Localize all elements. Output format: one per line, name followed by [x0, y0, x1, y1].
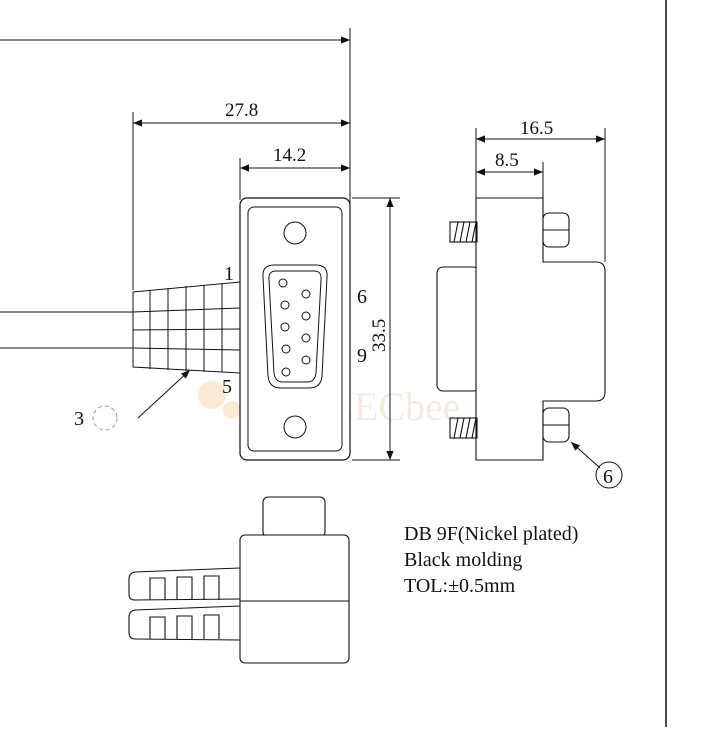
pin-label-1: 1	[224, 263, 234, 285]
top-view-body	[239, 534, 350, 664]
dimension-text-16-5: 16.5	[520, 118, 553, 139]
callout-6-circle	[595, 461, 623, 489]
dimension-14-2: 14.2	[239, 145, 350, 200]
callout-3: 3	[74, 369, 191, 431]
dimension-text-8-5: 8.5	[495, 150, 519, 171]
dsub-face-inner	[268, 270, 322, 383]
callout-6: 6	[570, 441, 623, 489]
pin-socket	[281, 367, 291, 377]
dimension-text-27-8: 27.8	[225, 100, 258, 121]
note-tolerance: TOL:±0.5mm	[404, 575, 516, 597]
pin-socket	[280, 322, 290, 332]
top-view-dsub	[262, 496, 326, 538]
note-molding: Black molding	[404, 549, 522, 571]
callout-6-number: 6	[603, 466, 613, 488]
pin-label-5: 5	[222, 376, 232, 398]
pin-socket	[301, 333, 311, 343]
side-shell	[475, 197, 606, 461]
mounting-hole-bottom	[283, 415, 307, 439]
dimension-8-5: 8.5	[476, 150, 544, 200]
notes: DB 9F(Nickel plated) Black molding TOL:±…	[404, 523, 578, 597]
front-view: 1 5 6 9	[0, 197, 367, 461]
top-view-strain-relief-upper	[128, 567, 241, 601]
callout-3-number: 3	[74, 408, 84, 430]
top-view	[128, 496, 350, 664]
pin-socket	[280, 300, 290, 310]
side-view	[436, 197, 606, 461]
pin-socket	[301, 289, 311, 299]
dimension-16-5: 16.5	[475, 118, 606, 262]
dsub-face-outer	[262, 264, 328, 389]
strain-relief	[132, 281, 241, 374]
dimension-27-8: 27.8	[132, 100, 350, 290]
pin-socket	[301, 311, 311, 321]
top-view-strain-relief-lower	[128, 605, 241, 641]
pin-label-6: 6	[357, 286, 367, 308]
pin-sockets	[278, 278, 311, 377]
mounting-hole-top	[283, 221, 307, 245]
connector-shell-inner	[247, 206, 343, 452]
note-material: DB 9F(Nickel plated)	[404, 523, 578, 545]
connector-shell	[239, 197, 351, 461]
pin-socket	[281, 344, 291, 354]
pin-label-9: 9	[357, 345, 367, 367]
pin-socket	[301, 355, 311, 365]
dsub-mating-part	[436, 266, 480, 392]
dimension-overall	[0, 28, 351, 205]
dimension-text-14-2: 14.2	[273, 145, 306, 166]
dimension-33-5: 33.5	[352, 197, 400, 461]
pin-socket	[278, 278, 288, 288]
callout-3-circle	[92, 405, 118, 431]
dimension-text-33-5: 33.5	[369, 319, 390, 352]
